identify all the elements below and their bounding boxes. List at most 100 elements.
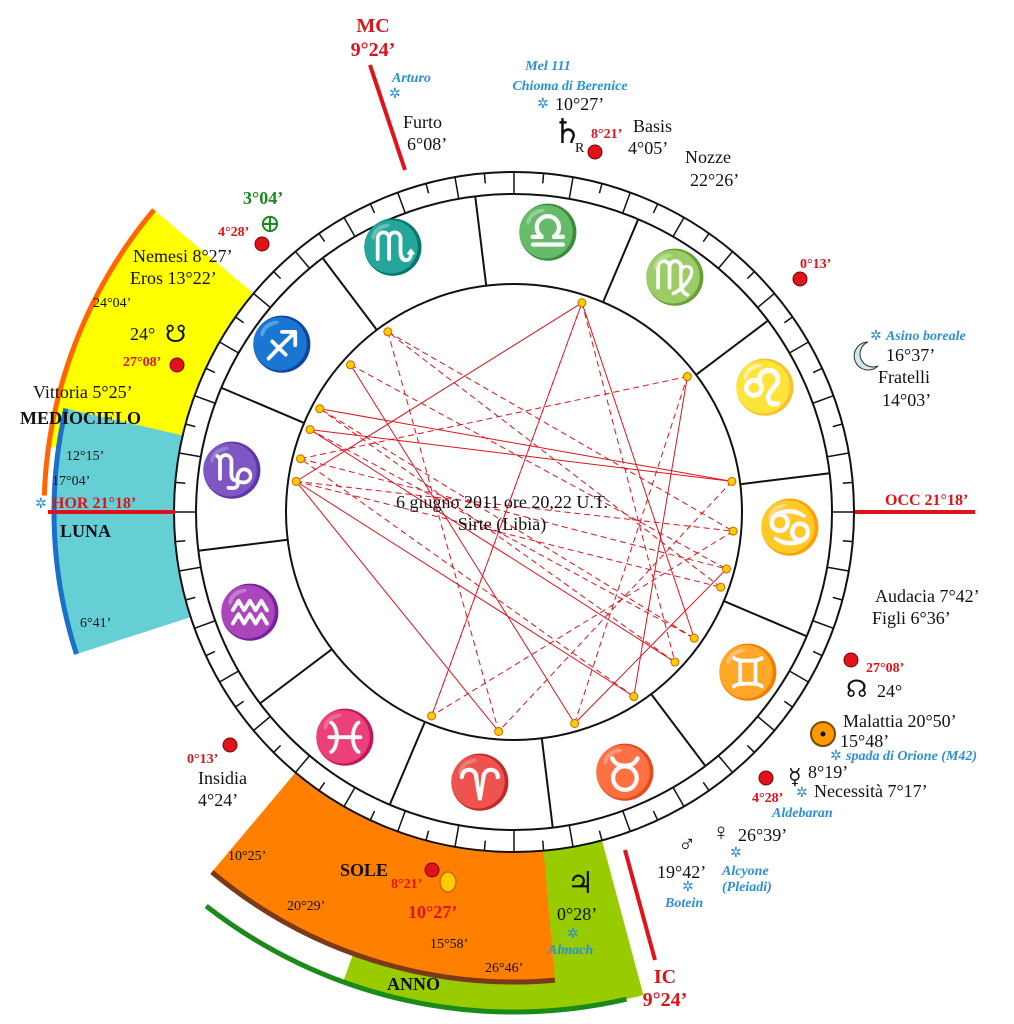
almach-label: Almach <box>547 943 593 958</box>
luna-label: LUNA <box>60 521 111 541</box>
sign-divider <box>540 738 554 828</box>
sole-arc <box>210 870 556 985</box>
sole-label: SOLE <box>340 860 388 880</box>
taurus-glyph: ♉ <box>593 742 658 802</box>
red-degree-013-bottom: 0°13’ <box>187 752 218 767</box>
luna-start: 12°15’ <box>66 449 104 464</box>
luna-sector <box>54 408 201 655</box>
degree-tick <box>652 203 659 214</box>
star-icon: ✲ <box>35 497 47 512</box>
degree-tick <box>812 650 823 657</box>
nozze-label: Nozze <box>685 147 731 167</box>
sole-end: 15°58’ <box>430 937 468 952</box>
sign-divider <box>321 257 378 331</box>
degree-tick <box>812 620 834 629</box>
degree-tick <box>454 825 460 847</box>
red-degree-2708-left: 27°08’ <box>123 355 161 370</box>
degree-tick <box>842 481 853 484</box>
red-degree-821-bottom: 8°21’ <box>391 877 422 892</box>
mediocielo-start: 24°04’ <box>93 296 131 311</box>
degree-tick <box>702 233 710 243</box>
gemini-glyph: ♊ <box>716 642 781 702</box>
degree-tick <box>235 316 245 324</box>
planet-point <box>728 526 738 536</box>
degree-tick <box>205 367 216 374</box>
degree-tick <box>294 251 311 269</box>
degree-tick <box>343 217 356 237</box>
planet-point <box>494 726 504 736</box>
degree-tick <box>219 341 239 354</box>
mediocielo-label: MEDIOCIELO <box>20 408 141 428</box>
node-right-degree: 24° <box>877 681 902 701</box>
necessita-label: Necessità 7°17’ <box>814 781 928 801</box>
planet-point <box>346 360 356 370</box>
red-dot <box>792 271 808 287</box>
earth-icon: ⊕ <box>259 209 281 238</box>
mel111-label: Mel 111 <box>524 59 571 74</box>
mc-ic-axis-bottom <box>623 849 657 961</box>
star-icon: ✲ <box>830 749 842 764</box>
venus-degree: 26°39’ <box>738 825 787 845</box>
aldebaran-label: Aldebaran <box>771 806 833 821</box>
degree-tick <box>598 830 603 841</box>
basis-degree: 4°05’ <box>628 138 668 158</box>
degree-tick <box>343 787 356 807</box>
degree-tick <box>318 233 326 243</box>
saturn-degree: 10°27’ <box>555 94 604 114</box>
degree-tick <box>253 292 271 309</box>
venus-icon: ♀ <box>712 820 730 846</box>
red-dot <box>587 144 603 160</box>
botein-label: Botein <box>664 896 703 911</box>
red-degree-013-top: 0°13’ <box>800 257 831 272</box>
planet-point <box>722 564 732 574</box>
degree-tick <box>812 367 823 374</box>
degree-tick <box>812 395 834 404</box>
degree-tick <box>598 183 603 194</box>
planet-point <box>383 327 393 337</box>
degree-tick <box>454 177 460 199</box>
degree-tick <box>483 173 486 184</box>
degree-tick <box>194 395 216 404</box>
sectors-layer <box>41 208 644 1015</box>
degree-tick <box>253 715 271 732</box>
star-icon: ✲ <box>730 846 742 861</box>
fratelli-degree: 14°03’ <box>882 390 931 410</box>
aspect-line <box>431 530 734 717</box>
basis-label: Basis <box>633 116 672 136</box>
jupiter-degree: 0°28’ <box>557 904 597 924</box>
leo-glyph: ♌ <box>733 357 798 417</box>
sign-divider <box>220 386 305 424</box>
star-icon: ✲ <box>870 329 882 344</box>
sun-marker-icon <box>439 871 457 893</box>
degree-tick <box>568 825 574 847</box>
degree-tick <box>194 620 216 629</box>
virgo-glyph: ♍ <box>643 247 708 307</box>
degree-tick <box>757 292 775 309</box>
sign-divider <box>695 319 769 376</box>
aspect-line <box>300 458 635 697</box>
degree-tick <box>542 840 545 851</box>
degree-tick <box>425 183 430 194</box>
zodiac-glyphs: ♎ ♍ ♌ ♋ ♊ ♉ ♈ ♓ ♒ ♑ ♐ ♏ <box>200 202 823 812</box>
star-icon: ✲ <box>537 97 549 112</box>
red-dot <box>758 770 774 786</box>
anno-end: 26°46’ <box>485 961 523 976</box>
planet-point <box>296 454 306 464</box>
sign-divider <box>474 196 488 286</box>
mediocielo-end: 17°04’ <box>52 474 90 489</box>
aspect-line <box>431 302 583 717</box>
mc-label: MC <box>356 15 389 37</box>
aspect-line <box>498 481 733 732</box>
degree-tick <box>542 173 545 184</box>
aspect-line <box>319 408 676 663</box>
eros-label: Eros 13°22’ <box>130 268 217 288</box>
earth-degree: 3°04’ <box>243 188 283 208</box>
degree-tick <box>397 192 406 214</box>
degree-tick <box>369 203 376 214</box>
degree-tick <box>425 830 430 841</box>
moon-icon <box>853 341 879 371</box>
planet-point <box>682 372 692 382</box>
sign-divider <box>259 648 333 705</box>
degree-tick <box>235 700 245 708</box>
